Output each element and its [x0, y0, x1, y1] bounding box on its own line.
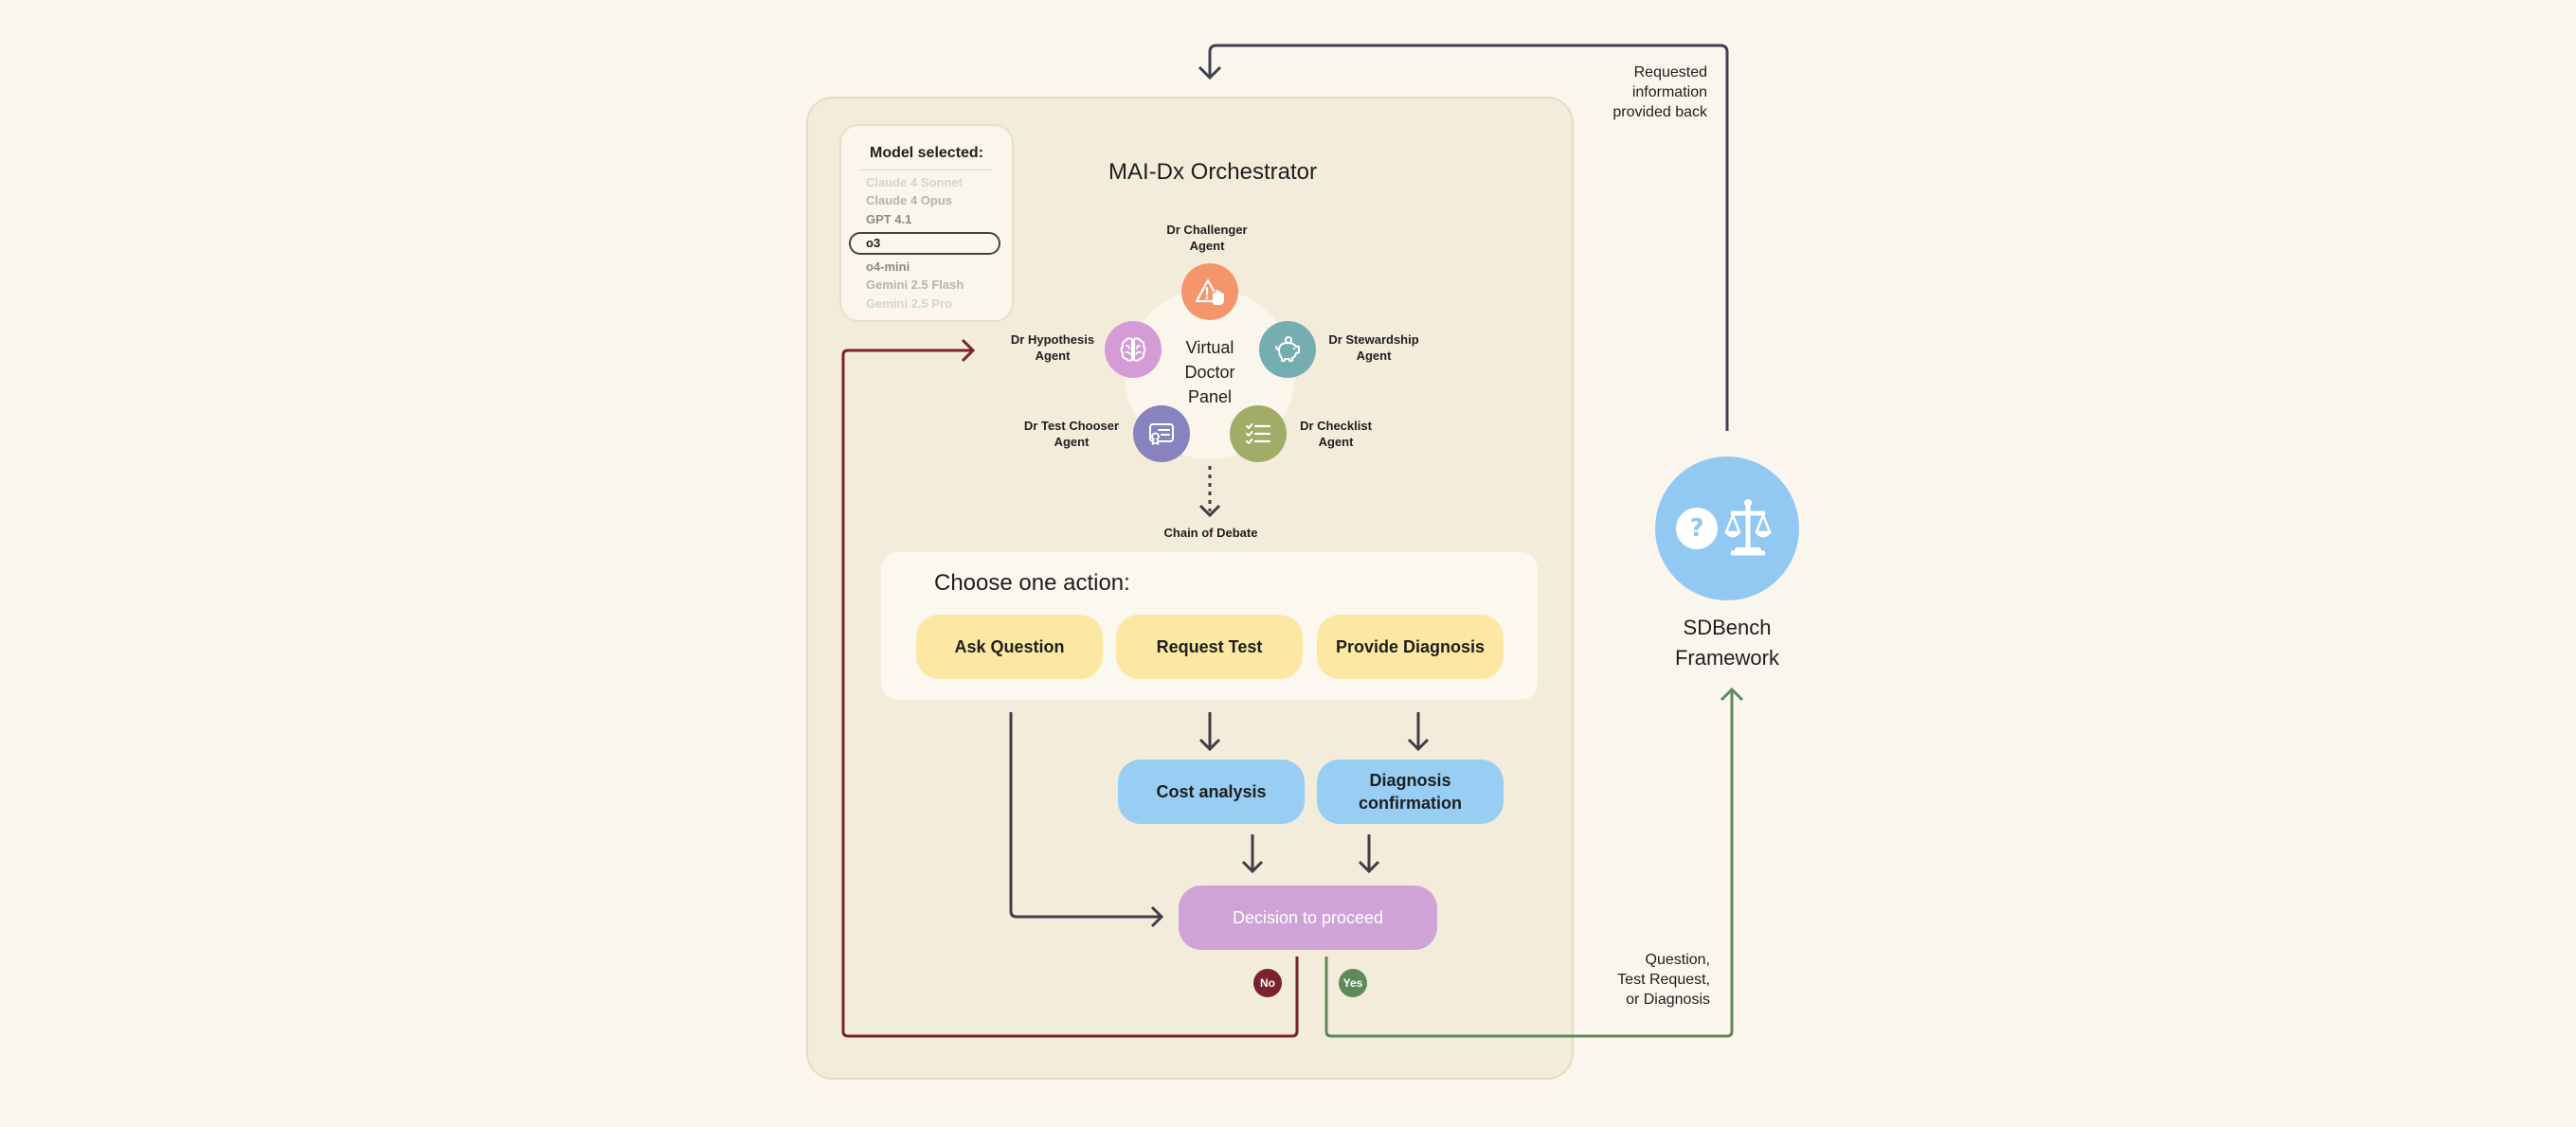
- model-option-gemini-2-5-flash[interactable]: Gemini 2.5 Flash: [866, 277, 964, 292]
- stewardship-agent-label: Dr Stewardship Agent: [1328, 332, 1419, 363]
- model-selected-heading: Model selected:: [869, 145, 984, 161]
- chain-of-debate-label: Chain of Debate: [1163, 526, 1258, 540]
- brain-icon: [1120, 337, 1146, 362]
- model-selection-card: Model selected: Claude 4 Sonnet Claude 4…: [839, 124, 1014, 322]
- request-test-button[interactable]: Request Test: [1116, 615, 1303, 679]
- test-chooser-agent-node[interactable]: [1133, 405, 1190, 462]
- yes-badge: Yes: [1339, 969, 1367, 997]
- yes-path-arrowhead: [1720, 687, 1744, 702]
- model-option-claude-4-opus[interactable]: Claude 4 Opus: [866, 193, 953, 207]
- checklist-agent-label: Dr Checklist Agent: [1300, 419, 1372, 449]
- virtual-doctor-panel-label: Virtual Doctor Panel: [1184, 338, 1235, 406]
- decision-to-proceed-box[interactable]: Decision to proceed: [1179, 886, 1437, 950]
- diagnosis-confirmation-box[interactable]: Diagnosis confirmation: [1317, 760, 1504, 824]
- challenger-agent-label: Dr Challenger Agent: [1166, 223, 1248, 253]
- model-option-o4-mini[interactable]: o4-mini: [866, 259, 910, 274]
- info-returned-note: Requested information provided back: [1612, 64, 1707, 120]
- hypothesis-agent-label: Dr Hypothesis Agent: [1010, 332, 1095, 363]
- info-return-arrowhead: [1198, 65, 1222, 80]
- action-sent-note: Question, Test Request, or Diagnosis: [1617, 952, 1710, 1008]
- model-option-gpt-4-1[interactable]: GPT 4.1: [866, 212, 912, 226]
- piggy-bank-icon: [1275, 336, 1300, 362]
- hypothesis-agent-node[interactable]: [1105, 321, 1162, 378]
- warning-hand-icon: [1195, 278, 1224, 305]
- choose-action-prompt: Choose one action:: [934, 570, 1130, 596]
- model-option-claude-4-sonnet[interactable]: Claude 4 Sonnet: [866, 175, 963, 189]
- stewardship-agent-node[interactable]: [1259, 321, 1316, 378]
- model-selected-highlight[interactable]: [849, 232, 1000, 255]
- orchestrator-title: MAI-Dx Orchestrator: [1108, 159, 1318, 185]
- test-card-icon: [1149, 423, 1174, 445]
- checklist-agent-node[interactable]: [1230, 405, 1287, 462]
- sdbench-node[interactable]: ?: [1655, 456, 1799, 600]
- svg-text:?: ?: [1689, 514, 1703, 543]
- ask-question-button[interactable]: Ask Question: [916, 615, 1103, 679]
- cost-analysis-box[interactable]: Cost analysis: [1118, 760, 1305, 824]
- checklist-icon: [1246, 423, 1271, 444]
- model-option-o3[interactable]: o3: [866, 236, 881, 250]
- no-badge: No: [1253, 969, 1282, 997]
- model-option-gemini-2-5-pro[interactable]: Gemini 2.5 Pro: [866, 296, 953, 311]
- question-scales-icon: ?: [1676, 499, 1772, 556]
- test-chooser-agent-label: Dr Test Chooser Agent: [1023, 419, 1120, 449]
- provide-diagnosis-button[interactable]: Provide Diagnosis: [1317, 615, 1504, 679]
- challenger-agent-node[interactable]: [1181, 263, 1238, 320]
- sdbench-label: SDBench Framework: [1674, 616, 1779, 670]
